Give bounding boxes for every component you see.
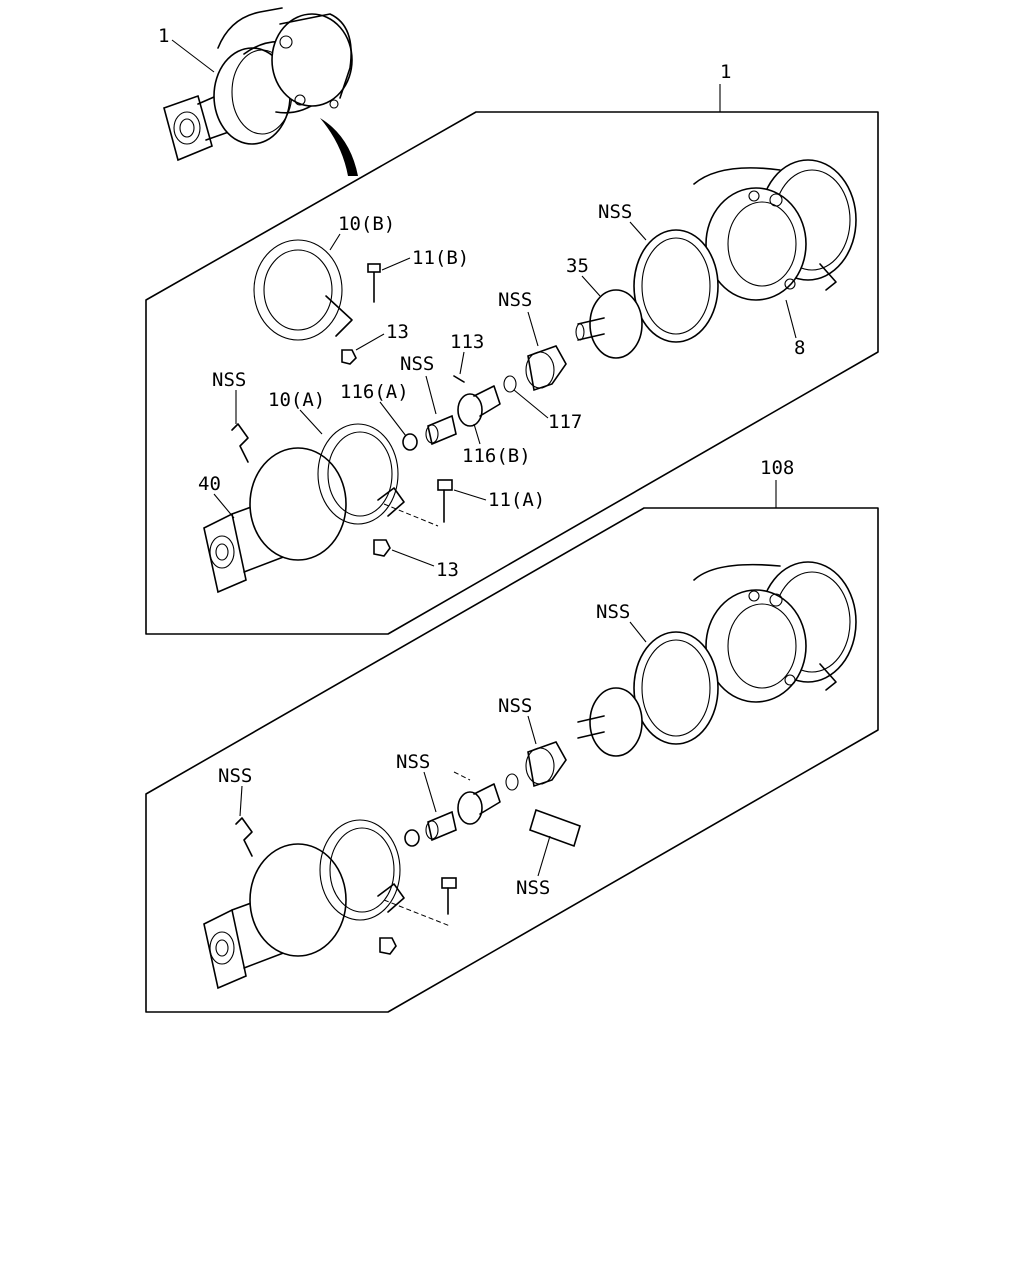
label-nss-sleeve-a: NSS	[498, 289, 532, 311]
label-assy-overview: 1	[158, 25, 169, 47]
label-part-8: 8	[794, 337, 805, 359]
label-part-116a: 116(A)	[340, 381, 409, 403]
label-nss-pipe-a: NSS	[212, 369, 246, 391]
label-bolt-a: 11(A)	[488, 489, 545, 511]
label-nss-bush-b: NSS	[396, 751, 430, 773]
label-pipe-40: 40	[198, 473, 221, 495]
label-nss-nozzle-b: NSS	[516, 877, 550, 899]
group-a-panel	[145, 111, 879, 635]
label-part-117: 117	[548, 411, 582, 433]
label-nss-gasket-a: NSS	[598, 201, 632, 223]
group-b-parts	[203, 561, 857, 990]
label-nss-sleeve-b: NSS	[498, 695, 532, 717]
label-group-b: 108	[760, 457, 794, 479]
label-clamp-b: 10(B)	[338, 213, 395, 235]
label-group-a: 1	[720, 61, 731, 83]
label-bolt-b: 11(B)	[412, 247, 469, 269]
label-nss-bush-a: NSS	[400, 353, 434, 375]
label-plate-35: 35	[566, 255, 589, 277]
group-b-panel	[145, 507, 879, 1013]
assembly-overview	[163, 7, 358, 176]
label-nut-upper: 13	[386, 321, 409, 343]
group-a-parts	[203, 159, 857, 594]
label-nss-pipe-b: NSS	[218, 765, 252, 787]
label-part-116b: 116(B)	[462, 445, 531, 467]
label-nss-gasket-b: NSS	[596, 601, 630, 623]
label-nut-lower: 13	[436, 559, 459, 581]
label-clamp-a: 10(A)	[268, 389, 325, 411]
label-part-113: 113	[450, 331, 484, 353]
